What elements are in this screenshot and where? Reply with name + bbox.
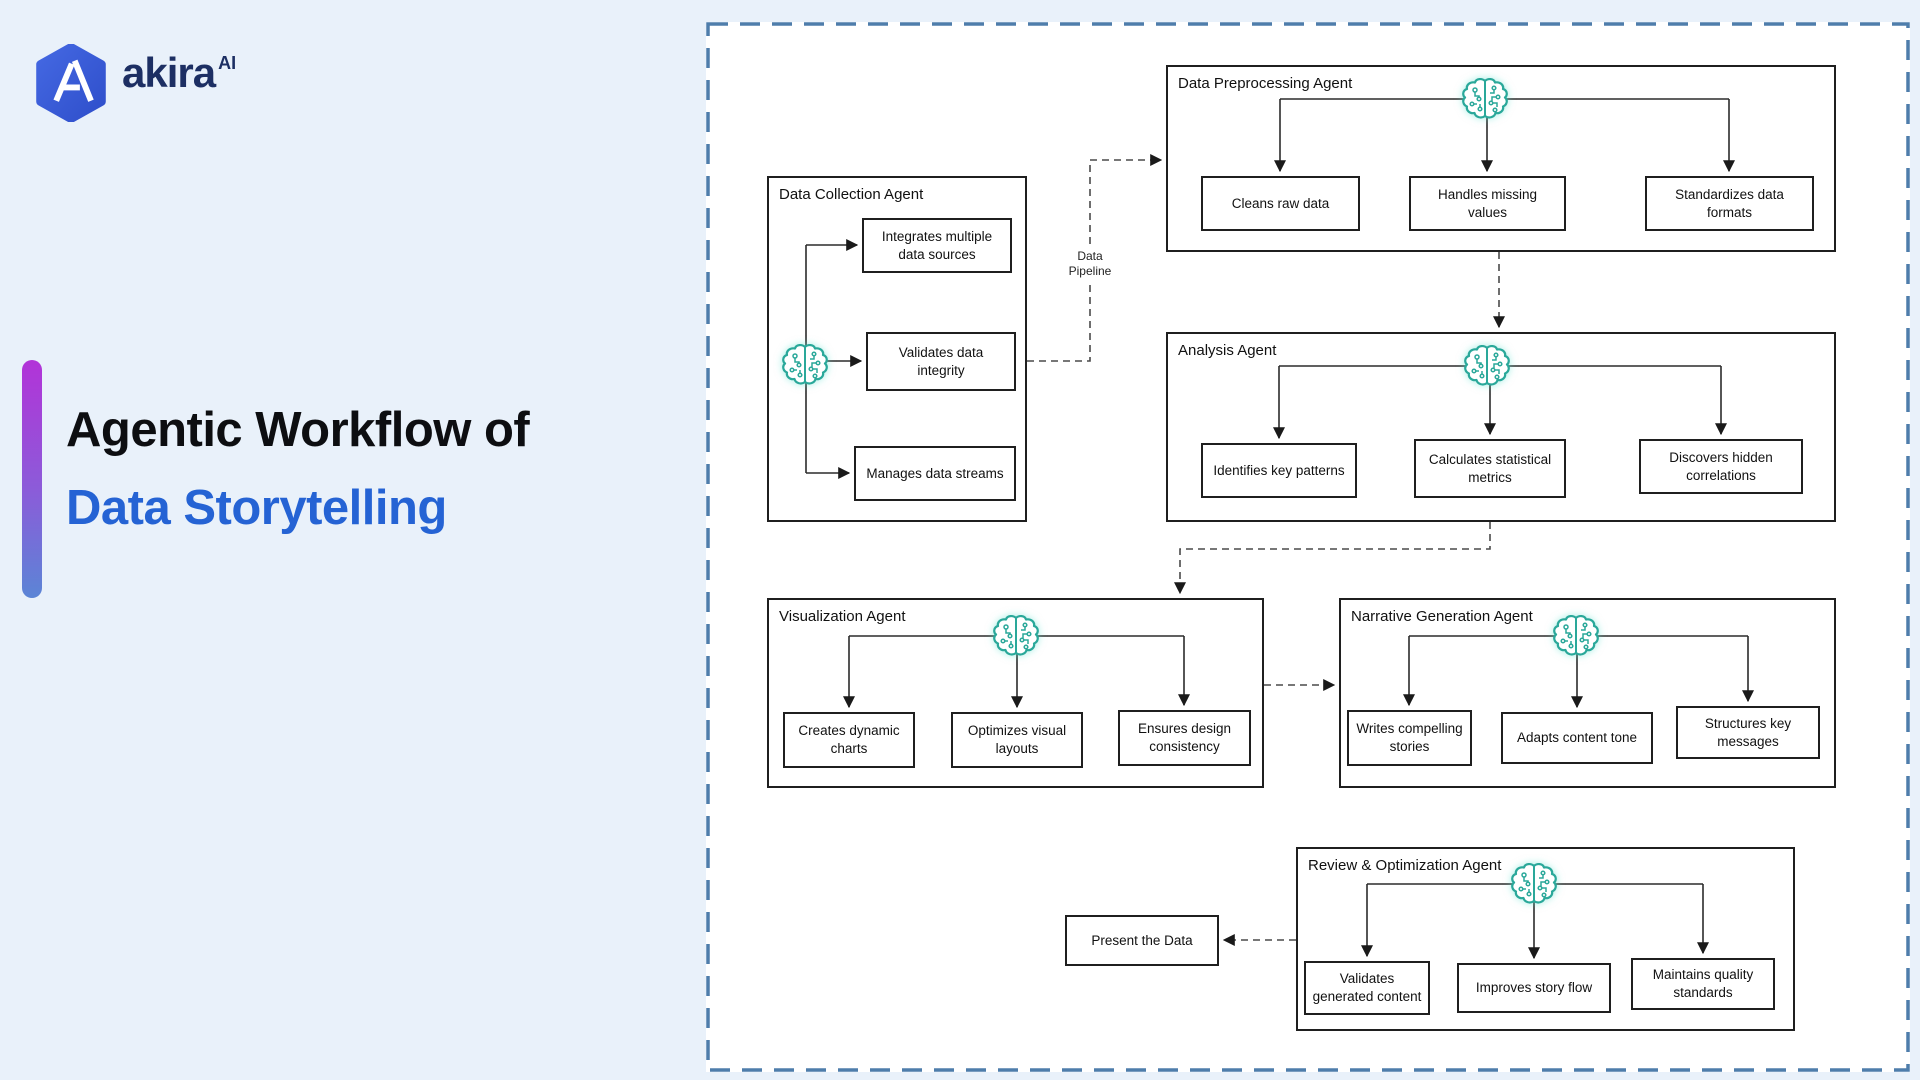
task-box: Calculates statistical metrics — [1414, 439, 1566, 498]
brain-icon — [1462, 77, 1508, 119]
task-box: Identifies key patterns — [1201, 443, 1357, 498]
task-box: Ensures design consistency — [1118, 710, 1251, 766]
brain-icon — [1464, 344, 1510, 386]
title-accent-bar — [22, 360, 42, 598]
task-label: Cleans raw data — [1231, 195, 1330, 211]
brand-text: akira — [122, 49, 216, 96]
data-pipeline-line1: Data — [1077, 249, 1103, 263]
page-title-line2: Data Storytelling — [66, 481, 447, 535]
data-pipeline-line2: Pipeline — [1068, 264, 1112, 278]
brain-icon — [782, 343, 828, 385]
data-pipeline-label: Data Pipeline — [1063, 247, 1117, 281]
task-label: Maintains quality standards — [1652, 967, 1754, 1000]
task-label: Validates generated content — [1312, 971, 1422, 1004]
task-box: Optimizes visual layouts — [951, 712, 1083, 768]
task-label: Identifies key patterns — [1213, 462, 1345, 478]
task-label: Integrates multiple data sources — [881, 228, 993, 262]
task-label: Handles missing values — [1437, 186, 1538, 220]
task-box: Integrates multiple data sources — [862, 218, 1012, 273]
task-box: Validates data integrity — [866, 332, 1016, 391]
agent-title: Analysis Agent — [1178, 342, 1277, 359]
task-box: Cleans raw data — [1201, 176, 1360, 231]
task-box: Discovers hidden correlations — [1639, 439, 1803, 494]
agent-title: Review & Optimization Agent — [1308, 857, 1502, 874]
task-box: Maintains quality standards — [1631, 958, 1775, 1010]
task-label: Improves story flow — [1475, 980, 1593, 996]
task-box: Standardizes data formats — [1645, 176, 1814, 231]
task-label: Ensures design consistency — [1137, 721, 1232, 754]
task-label: Adapts content tone — [1516, 730, 1638, 746]
task-box: Adapts content tone — [1501, 712, 1653, 764]
task-box: Validates generated content — [1304, 961, 1430, 1015]
task-label: Creates dynamic charts — [798, 723, 900, 756]
workflow-canvas: Data Collection Agent Data Preprocessing… — [706, 22, 1910, 1072]
task-box: Improves story flow — [1457, 963, 1611, 1013]
brand-hexagon-icon — [36, 44, 106, 122]
brain-icon — [993, 614, 1039, 656]
agent-title: Data Collection Agent — [779, 186, 924, 203]
task-box: Creates dynamic charts — [783, 712, 915, 768]
task-box: Structures key messages — [1676, 706, 1820, 759]
task-label: Writes compelling stories — [1356, 721, 1463, 754]
task-label: Standardizes data formats — [1675, 186, 1784, 220]
brain-icon — [1511, 862, 1557, 904]
task-label: Structures key messages — [1704, 715, 1792, 749]
task-box: Handles missing values — [1409, 176, 1566, 231]
page-title: Agentic Workflow of Data Storytelling — [66, 400, 530, 538]
task-label: Optimizes visual layouts — [967, 723, 1067, 756]
page-title-line1: Agentic Workflow of — [66, 403, 530, 457]
present-data-box: Present the Data — [1065, 915, 1219, 966]
brain-icon — [1553, 614, 1599, 656]
brand-superscript: AI — [218, 53, 237, 73]
task-label: Validates data integrity — [898, 344, 984, 378]
task-box: Manages data streams — [854, 446, 1016, 501]
task-box: Writes compelling stories — [1347, 710, 1472, 766]
agent-title: Visualization Agent — [779, 608, 906, 625]
agent-title: Narrative Generation Agent — [1351, 608, 1533, 625]
task-label: Calculates statistical metrics — [1428, 451, 1552, 485]
task-label: Discovers hidden correlations — [1669, 449, 1773, 483]
present-data-label: Present the Data — [1091, 932, 1193, 948]
task-label: Manages data streams — [866, 465, 1004, 481]
agent-title: Data Preprocessing Agent — [1178, 75, 1353, 92]
